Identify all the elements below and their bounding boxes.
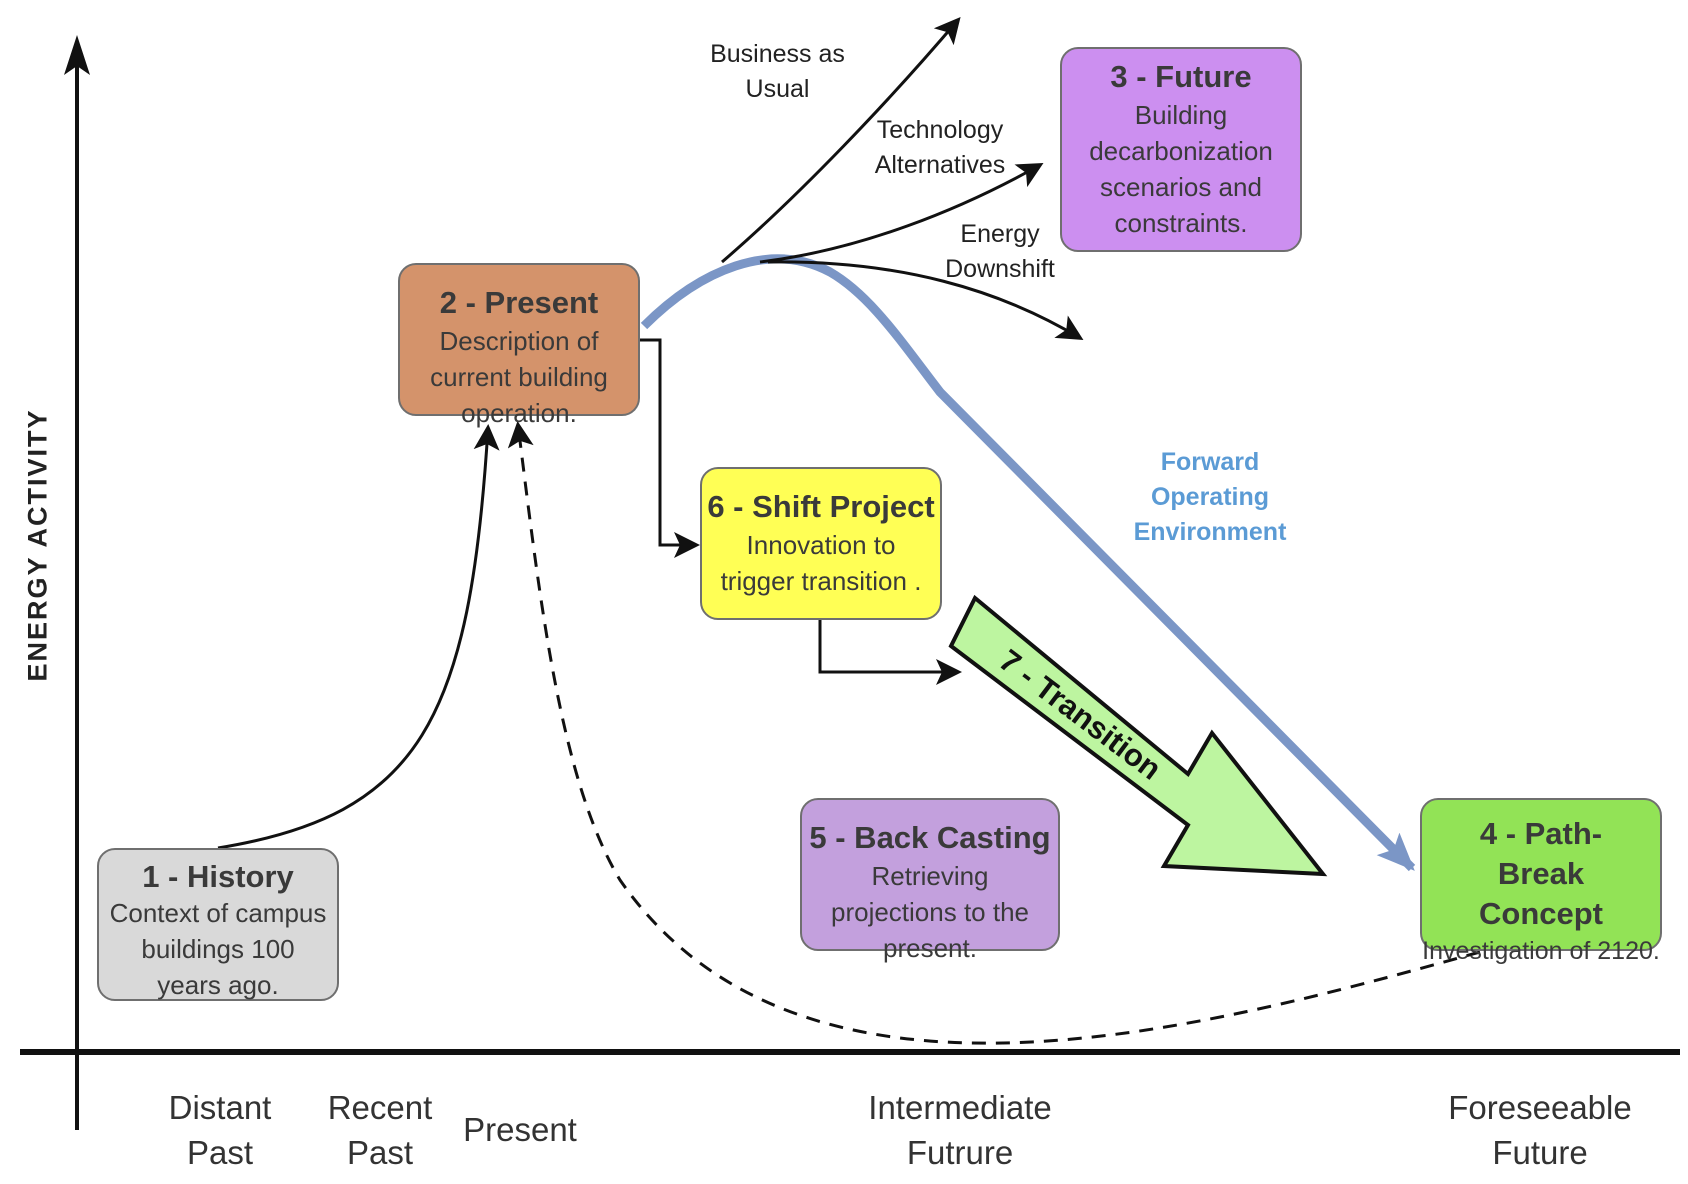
future-node-title: 3 - Future <box>1110 59 1252 94</box>
x-tick-present: Present <box>440 1107 600 1152</box>
forward-operating-label-line2: Environment <box>1133 518 1287 546</box>
present-node: 2 - Present Description of current build… <box>398 263 640 428</box>
x-tick-recent-past-line1: Recent <box>327 1089 433 1126</box>
x-tick-distant-past: Distant Past <box>140 1085 300 1175</box>
path-break-node-text: Investigation of 2120. <box>1422 937 1660 965</box>
path-break-node: 4 - Path-Break Concept Investigation of … <box>1420 798 1662 965</box>
history-to-present-arrow <box>217 424 500 850</box>
business-as-usual-label-line2: Usual <box>745 75 810 103</box>
shift-project-node-text: Innovation to trigger transition . <box>720 530 922 596</box>
x-tick-distant-past-line2: Past <box>186 1134 254 1171</box>
x-tick-intermediate-future-line2: Futrure <box>906 1134 1014 1171</box>
x-tick-recent-past-line2: Past <box>346 1134 414 1171</box>
back-casting-node-text: Retrieving projections to the present. <box>830 861 1029 963</box>
present-node-title: 2 - Present <box>439 285 599 320</box>
x-tick-present-line1: Present <box>463 1111 577 1148</box>
business-as-usual-arrow <box>721 16 961 264</box>
present-node-text: Description of current building operatio… <box>430 326 608 428</box>
shift-project-node: 6 - Shift Project Innovation to trigger … <box>700 467 942 620</box>
x-tick-recent-past: Recent Past <box>300 1085 460 1175</box>
y-axis-arrowhead <box>64 35 90 75</box>
technology-alternatives-label-line2: Alternatives <box>874 151 1006 179</box>
energy-downshift-arrow <box>767 260 1084 341</box>
history-node: 1 - History Context of campus buildings … <box>97 848 339 1001</box>
back-casting-node: 5 - Back Casting Retrieving projections … <box>800 798 1060 963</box>
energy-downshift-label: Energy Downshift <box>935 217 1065 287</box>
business-as-usual-label-line1: Business as <box>710 40 845 68</box>
technology-alternatives-label-line1: Technology <box>876 116 1004 144</box>
x-tick-foreseeable-future-line2: Future <box>1492 1134 1588 1171</box>
history-node-text: Context of campus buildings 100 years ag… <box>109 898 327 1000</box>
future-node-text: Building decarbonization scenarios and c… <box>1089 100 1273 238</box>
x-tick-intermediate-future: Intermediate Futrure <box>845 1085 1075 1175</box>
x-tick-foreseeable-future-line1: Foreseeable <box>1448 1089 1632 1126</box>
transition-arrow <box>948 594 1328 877</box>
technology-alternatives-arrow <box>759 163 1044 264</box>
energy-downshift-label-line2: Downshift <box>945 255 1055 283</box>
energy-downshift-label-line1: Energy <box>960 220 1040 248</box>
business-as-usual-label: Business as Usual <box>700 37 855 107</box>
x-tick-foreseeable-future: Foreseeable Future <box>1425 1085 1655 1175</box>
history-node-title: 1 - History <box>142 859 294 894</box>
forward-operating-label: Forward Operating Environment <box>1100 445 1320 550</box>
y-axis-label: ENERGY ACTIVITY <box>22 408 53 682</box>
path-break-node-title: 4 - Path-Break Concept <box>1479 816 1603 931</box>
backcasting-dashed-arrow <box>507 421 1481 1045</box>
shift-to-transition-connector <box>818 620 962 685</box>
forward-operating-curve <box>640 254 1416 872</box>
x-tick-intermediate-future-line1: Intermediate <box>868 1089 1052 1126</box>
technology-alternatives-label: Technology Alternatives <box>860 113 1020 183</box>
present-to-shift-connector <box>640 338 700 558</box>
forward-operating-label-line1: Forward Operating <box>1150 448 1270 511</box>
shift-project-node-title: 6 - Shift Project <box>707 489 935 524</box>
back-casting-node-title: 5 - Back Casting <box>809 820 1051 855</box>
x-tick-distant-past-line1: Distant <box>168 1089 272 1126</box>
future-node: 3 - Future Building decarbonization scen… <box>1060 47 1302 252</box>
